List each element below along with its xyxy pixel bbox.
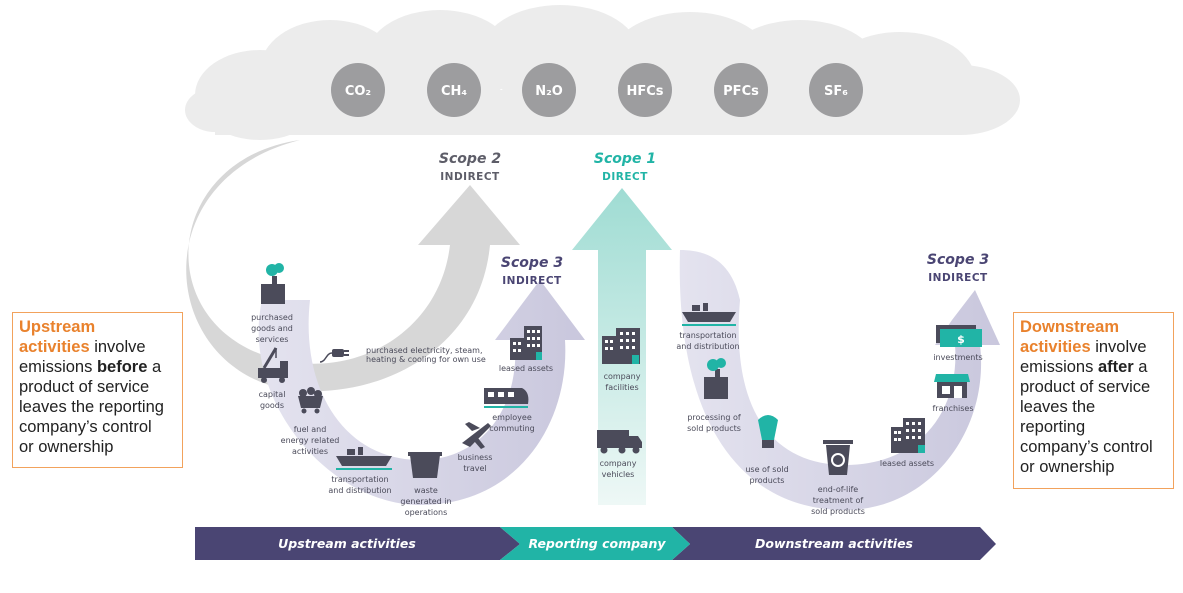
storefront-icon [934, 374, 970, 398]
bar-reporting-label: Reporting company [528, 536, 666, 551]
downstream-explanation-box: Downstream activities involve emissions … [1013, 312, 1174, 489]
capital-goods-label: goods [260, 401, 284, 410]
processing-factory-icon [704, 358, 728, 399]
emissions-cloud [185, 5, 1020, 140]
scope3-upstream-title: Scope 3 [501, 255, 563, 271]
factory-icon [261, 263, 285, 304]
svg-text:$: $ [957, 333, 965, 346]
business-travel-label: business [458, 453, 493, 462]
processing-label: sold products [687, 424, 741, 433]
company-facilities-label: company [604, 372, 641, 381]
after-emphasis: after [1097, 358, 1134, 376]
upstream-transport-label: and distribution [328, 486, 391, 495]
scope3-downstream-title: Scope 3 [927, 252, 989, 268]
downstream-leased-assets-label: leased assets [880, 459, 934, 468]
gas-sf6: SF₆ [809, 63, 863, 117]
capital-goods-label: capital [259, 390, 286, 399]
scope3-downstream-subtitle: INDIRECT [928, 272, 988, 284]
svg-text:N₂O: N₂O [535, 84, 563, 99]
purchased-goods-label: services [256, 335, 289, 344]
use-of-products-label: use of sold [745, 465, 788, 474]
downstream-building-icon [891, 418, 925, 453]
money-icon: $ [936, 325, 982, 347]
truck-icon [597, 430, 642, 454]
before-emphasis: before [96, 358, 148, 376]
business-travel-label: travel [463, 464, 486, 473]
crane-truck-icon [258, 347, 288, 383]
scope2-activity-label: purchased electricity, steam, [366, 346, 483, 355]
downstream-ship-icon [682, 303, 736, 326]
coal-cart-icon [298, 387, 323, 414]
commuting-label: commuting [489, 424, 534, 433]
downstream-highlight: Downstream [1020, 318, 1120, 336]
waste-label: waste [414, 486, 438, 495]
fuel-energy-label: fuel and [294, 425, 327, 434]
downstream-highlight: activities [1020, 338, 1091, 356]
gas-pfcs: PFCs [714, 63, 768, 117]
upstream-highlight: activities [19, 338, 90, 356]
scope1-title: Scope 1 [594, 151, 656, 167]
scope3-upstream-arrow [258, 280, 585, 505]
gas-n2o: N₂O [522, 63, 576, 117]
plug-icon [319, 349, 349, 363]
scope3-upstream-subtitle: INDIRECT [502, 275, 562, 287]
svg-text:PFCs: PFCs [723, 84, 759, 99]
purchased-goods-label: goods and [251, 324, 293, 333]
building-icon [510, 326, 542, 360]
gas-hfcs: HFCs [618, 63, 672, 117]
upstream-highlight: Upstream [19, 318, 96, 336]
bar-reporting-segment [500, 527, 690, 560]
investments-label: investments [933, 353, 982, 362]
recycle-bin-icon [823, 440, 853, 475]
franchises-label: franchises [932, 404, 973, 413]
svg-text:SF₆: SF₆ [824, 84, 848, 99]
company-vehicles-label: company [600, 459, 637, 468]
scope2-activity-label: heating & cooling for own use [366, 355, 486, 364]
bar-upstream-segment [195, 527, 520, 560]
svg-text:HFCs: HFCs [626, 84, 663, 99]
use-of-products-label: products [750, 476, 785, 485]
svg-text:CH₄: CH₄ [441, 84, 467, 99]
scope2-arrow [186, 140, 520, 392]
waste-label: generated in [400, 497, 451, 506]
upstream-leased-assets-label: leased assets [499, 364, 553, 373]
end-of-life-label: end-of-life [818, 485, 859, 494]
gas-list: CO₂ CH₄ N₂O HFCs PFCs SF₆ [331, 63, 863, 117]
waste-label: operations [405, 508, 448, 517]
value-chain-bar: Upstream activities Reporting company Do… [195, 527, 996, 560]
ship-icon [336, 447, 392, 470]
end-of-life-label: sold products [811, 507, 865, 516]
purchased-goods-label: purchased [251, 313, 293, 322]
downstream-transport-label: transportation [679, 331, 736, 340]
bar-downstream-segment [672, 527, 996, 560]
company-vehicles-label: vehicles [602, 470, 635, 479]
bar-upstream-label: Upstream activities [278, 536, 416, 551]
lightbulb-icon [758, 415, 778, 448]
gas-co2: CO₂ [331, 63, 385, 117]
airplane-icon [462, 422, 491, 449]
processing-label: processing of [687, 413, 741, 422]
upstream-transport-label: transportation [331, 475, 388, 484]
end-of-life-label: treatment of [813, 496, 864, 505]
scope2-subtitle: INDIRECT [440, 171, 500, 183]
dumpster-icon [408, 452, 442, 478]
gas-ch4: CH₄ [427, 63, 481, 117]
downstream-transport-label: and distribution [676, 342, 739, 351]
upstream-explanation-box: Upstream activities involve emissions be… [12, 312, 183, 468]
svg-text:CO₂: CO₂ [345, 84, 371, 99]
train-icon [484, 388, 529, 408]
commuting-label: employee [492, 413, 532, 422]
fuel-energy-label: energy related [281, 436, 340, 445]
scope2-title: Scope 2 [439, 151, 501, 167]
company-building-icon [602, 328, 640, 364]
bar-downstream-label: Downstream activities [755, 536, 913, 551]
company-facilities-label: facilities [605, 383, 638, 392]
scope1-subtitle: DIRECT [602, 171, 648, 183]
fuel-energy-label: activities [292, 447, 328, 456]
